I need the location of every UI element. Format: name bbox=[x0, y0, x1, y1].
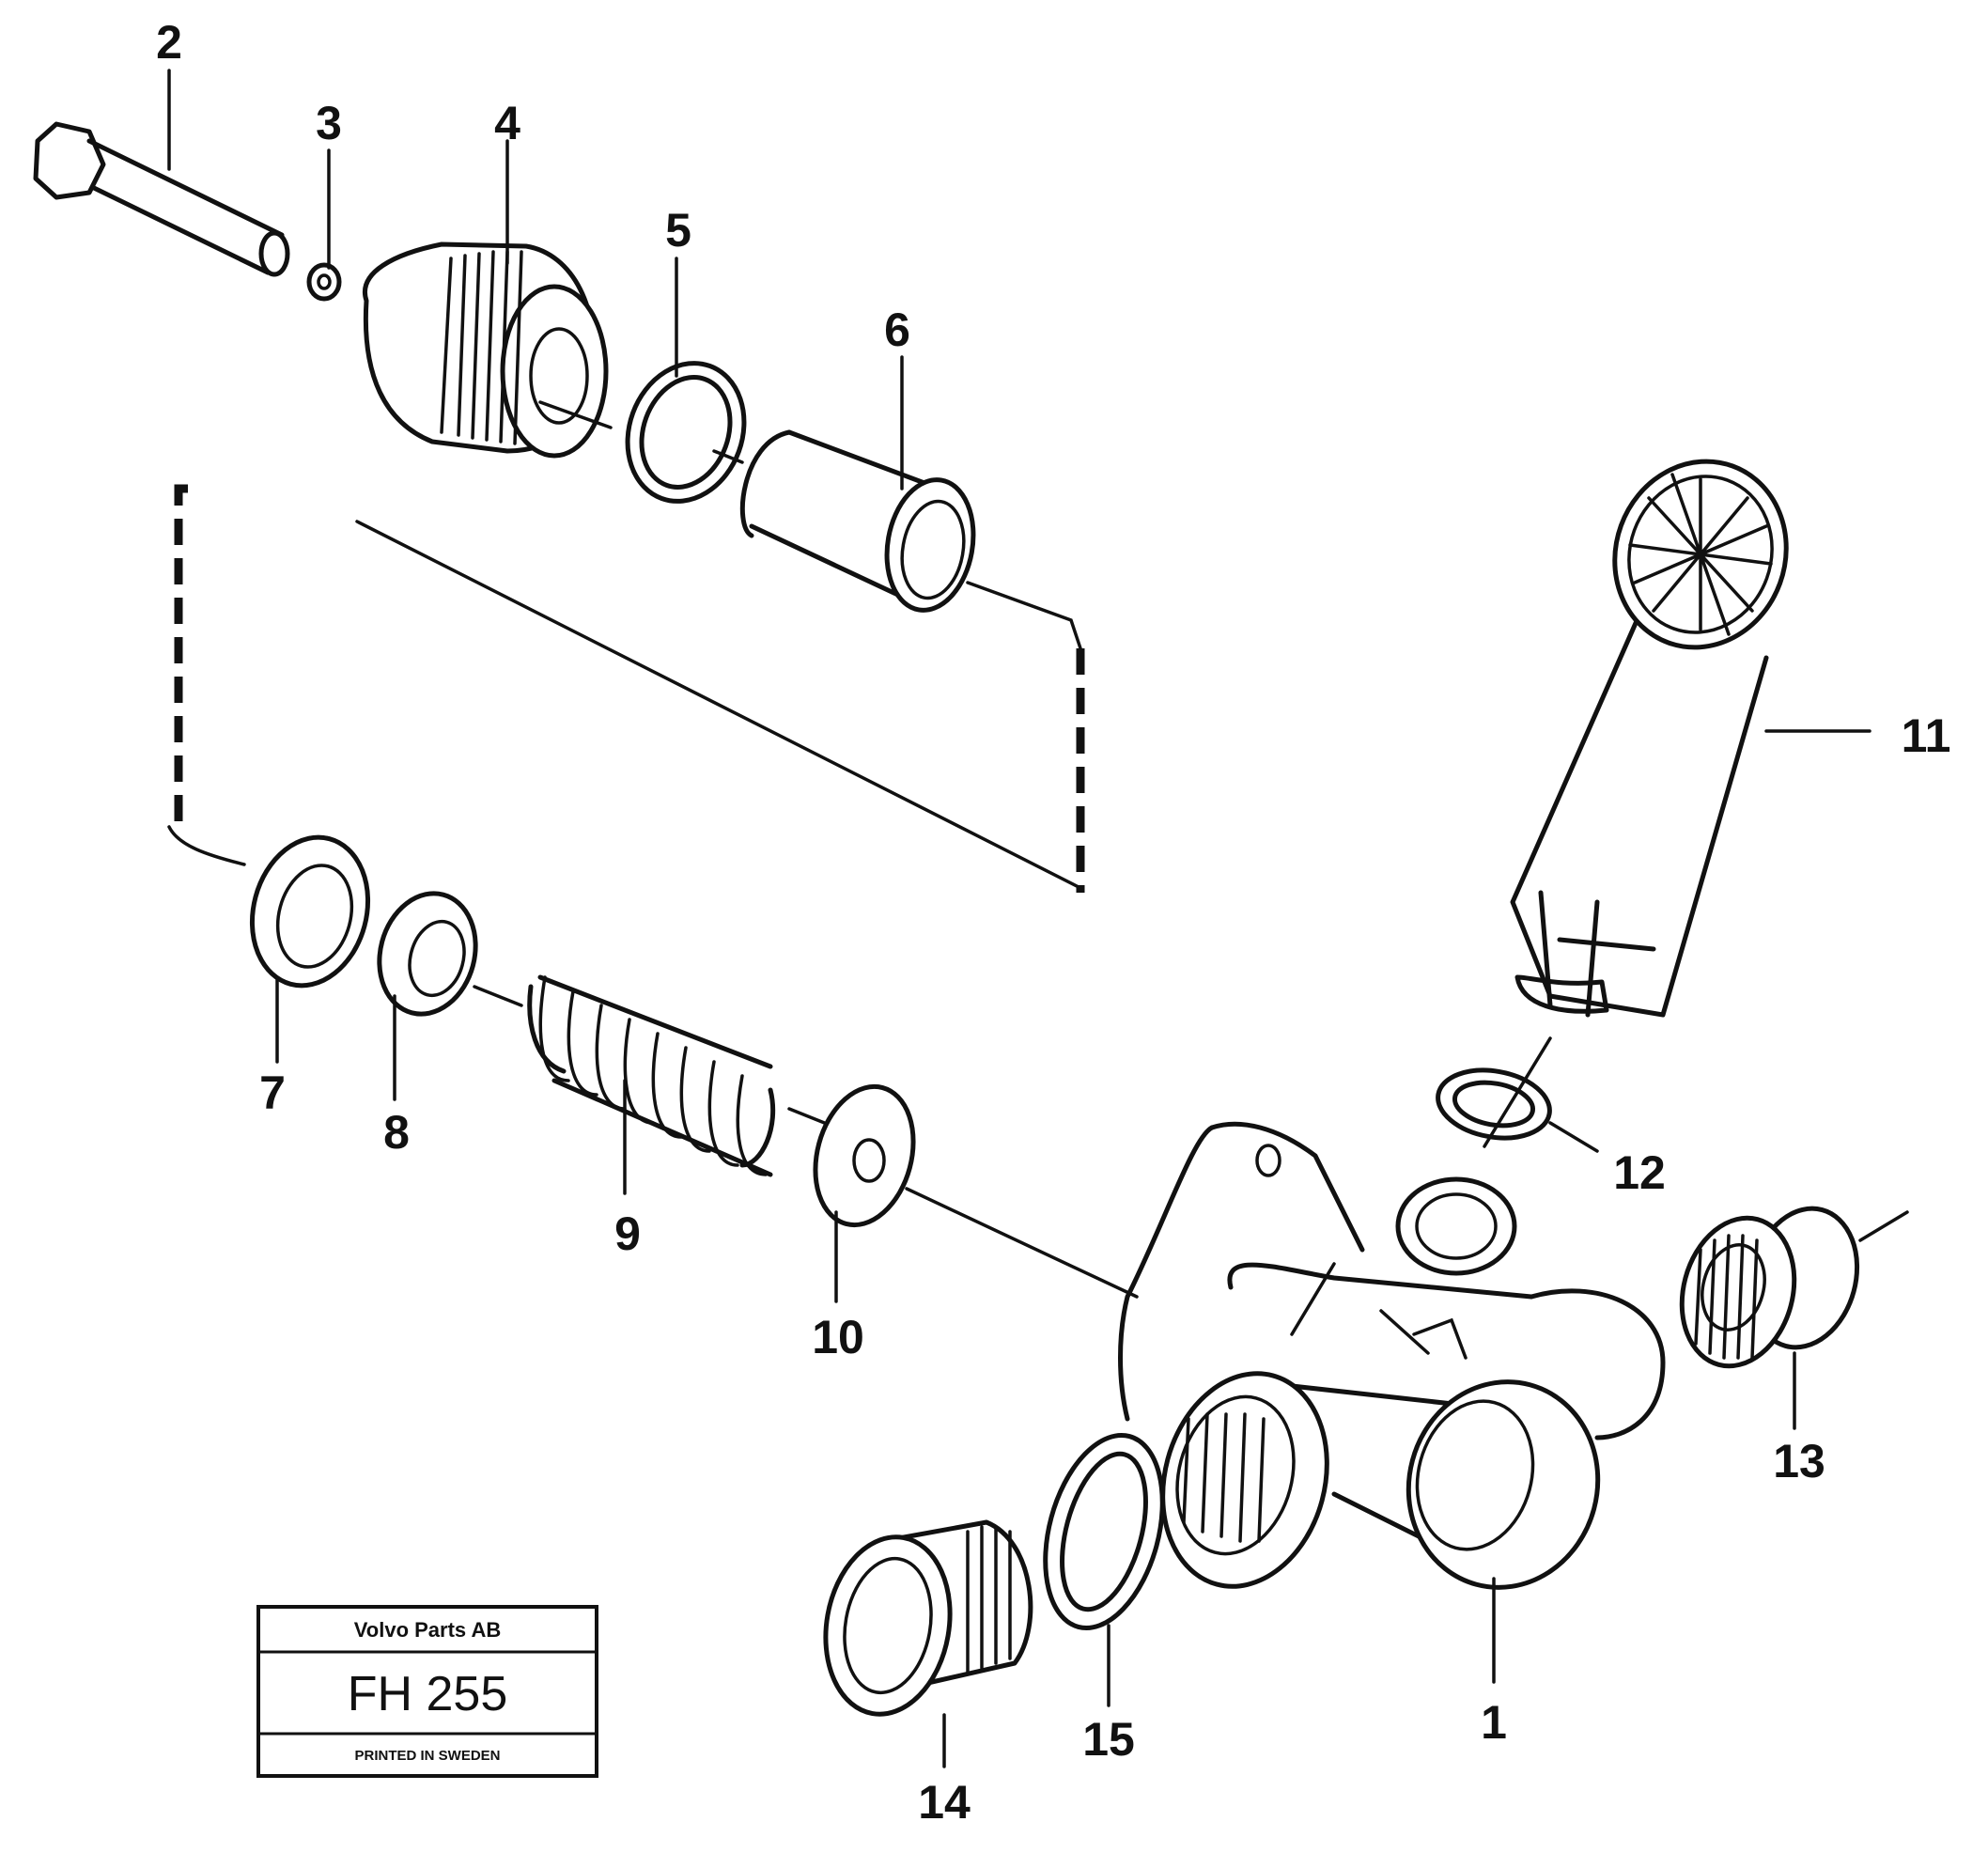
part-o-ring bbox=[625, 361, 747, 504]
callout-10: 10 bbox=[812, 1311, 864, 1363]
part-filter-seal bbox=[1436, 1067, 1552, 1141]
part-side-plug bbox=[1679, 1206, 1860, 1369]
part-spring bbox=[527, 974, 776, 1177]
title-block: Volvo Parts AB FH 255 PRINTED IN SWEDEN bbox=[256, 1605, 598, 1778]
part-washer-large bbox=[813, 1083, 916, 1228]
callout-15: 15 bbox=[1082, 1713, 1135, 1766]
part-washer bbox=[306, 262, 342, 302]
callout-6: 6 bbox=[884, 304, 910, 356]
callout-8: 8 bbox=[383, 1106, 410, 1159]
title-block-note: PRINTED IN SWEDEN bbox=[354, 1748, 500, 1764]
callout-5: 5 bbox=[665, 204, 691, 257]
part-plug-seal bbox=[1043, 1432, 1165, 1631]
callout-2: 2 bbox=[156, 16, 182, 69]
part-filter-cartridge bbox=[1510, 459, 1789, 1018]
callout-4: 4 bbox=[494, 97, 520, 149]
part-front-plug bbox=[823, 1519, 1033, 1717]
callout-9: 9 bbox=[614, 1207, 641, 1260]
title-block-code: FH 255 bbox=[348, 1667, 508, 1721]
callout-14: 14 bbox=[918, 1776, 971, 1829]
callout-7: 7 bbox=[259, 1067, 286, 1119]
part-spring-seat bbox=[377, 891, 478, 1017]
callout-1: 1 bbox=[1481, 1696, 1507, 1749]
part-seal-ring bbox=[249, 834, 371, 989]
callout-13: 13 bbox=[1773, 1435, 1825, 1487]
dashed-assembly-bracket bbox=[174, 484, 1085, 893]
callout-12: 12 bbox=[1613, 1146, 1666, 1199]
part-threaded-plug bbox=[363, 241, 609, 459]
part-sleeve bbox=[739, 429, 976, 613]
part-bolt bbox=[33, 121, 290, 277]
callout-11: 11 bbox=[1902, 709, 1951, 762]
part-housing bbox=[1118, 1121, 1666, 1590]
callout-3: 3 bbox=[316, 97, 342, 149]
title-block-company: Volvo Parts AB bbox=[354, 1618, 501, 1642]
callout-labels: 2 3 4 5 6 7 8 9 10 11 12 13 1 14 15 bbox=[156, 16, 1950, 1829]
leader-lines bbox=[167, 69, 1872, 1768]
